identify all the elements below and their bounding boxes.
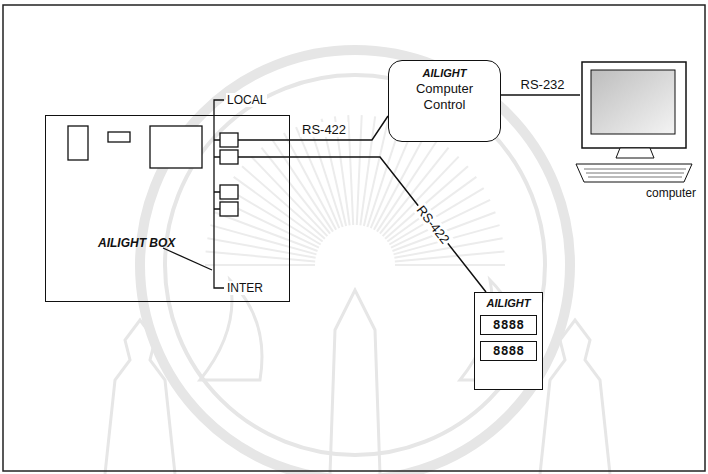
display-unit: AILIGHT 8888 8888 <box>474 292 543 390</box>
ailight-box: AILIGHT BOX <box>45 115 290 302</box>
unit-title: Computer Control <box>397 81 492 113</box>
cable-label: RS-422 <box>300 122 348 137</box>
box-parts <box>68 126 238 216</box>
monitor-drawing <box>572 58 698 188</box>
bracket <box>163 100 290 288</box>
cable-line <box>290 116 388 140</box>
control-box: AILIGHT Computer Control <box>388 60 501 142</box>
cable-line <box>290 157 486 292</box>
watermark <box>105 50 610 474</box>
port-group-label: INTER <box>226 281 264 295</box>
cable-line <box>501 94 580 96</box>
cable-label: RS-232 <box>519 77 567 92</box>
unit-name: AILIGHT <box>475 297 542 309</box>
device-name: computer <box>646 186 696 200</box>
computer-icon: computer <box>572 58 698 208</box>
port-group-label: LOCAL <box>226 93 267 107</box>
unit-name: AILIGHT <box>389 67 500 79</box>
frame <box>3 5 705 471</box>
box-name: AILIGHT BOX <box>98 236 175 250</box>
digit-display: 8888 <box>480 315 537 335</box>
digit-display: 8888 <box>480 341 537 361</box>
